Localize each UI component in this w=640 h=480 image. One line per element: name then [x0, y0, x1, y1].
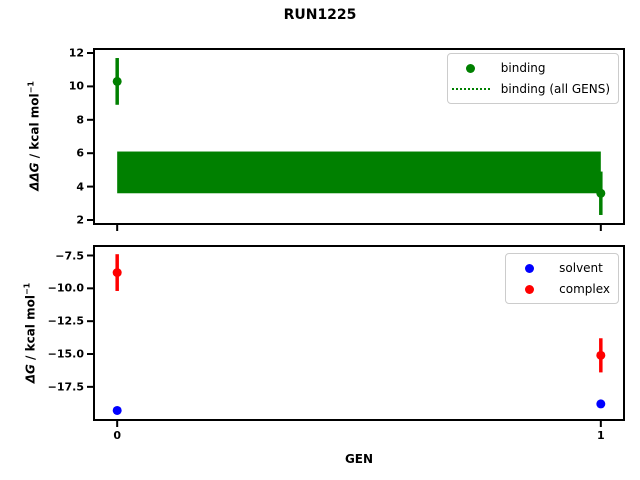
- x-axis-label: GEN: [344, 452, 374, 466]
- ylabel-units-ddg: / kcal mol: [27, 93, 42, 163]
- ylabel-math-dg: ΔG: [23, 364, 38, 384]
- legend-ddg: binding binding (all GENS): [446, 53, 619, 104]
- x-tick-label: 0: [113, 429, 121, 442]
- y-tick-label: −17.5: [47, 380, 84, 394]
- legend-label: binding: [500, 61, 546, 75]
- ylabel-sup-dg: −1: [22, 282, 32, 296]
- legend-dg: solvent complex: [505, 253, 619, 304]
- y-tick-label: −7.5: [55, 249, 84, 262]
- axes-dg: −7.5 −10.0 −12.5 −15.0 −17.5 0 1 solvent complex: [48, 245, 625, 441]
- data-point-binding: [596, 188, 606, 198]
- legend-item: complex: [509, 280, 610, 298]
- ylabel-math-ddg: ΔΔG: [27, 162, 42, 191]
- axes-frame-ddg: [93, 48, 625, 225]
- plot-area-dg: [87, 245, 625, 427]
- legend-dot-icon: [451, 63, 491, 73]
- data-point-solvent: [596, 399, 606, 409]
- y-tick-label: −10.0: [47, 281, 84, 295]
- axes-frame-dg: [93, 245, 625, 421]
- legend-dot-icon: [509, 284, 549, 294]
- legend-item: solvent: [509, 259, 610, 277]
- y-axis-label-dg: ΔG / kcal mol−1: [22, 282, 38, 384]
- y-tick-label: 8: [76, 113, 84, 127]
- data-point-solvent: [112, 405, 122, 415]
- legend-dot-icon: [509, 263, 549, 273]
- y-tick-label: 4: [76, 180, 84, 194]
- y-tick-label: 12: [68, 46, 84, 60]
- y-tick-label: −12.5: [47, 314, 84, 328]
- legend-label: binding (all GENS): [500, 82, 610, 96]
- ylabel-sup-ddg: −1: [26, 81, 36, 94]
- ylabel-units-dg: / kcal mol: [23, 295, 38, 365]
- axes-ddg: 12 10 8 6 4 2 binding binding (all GENS): [69, 48, 625, 231]
- legend-label: complex: [559, 282, 610, 296]
- x-tick-label: 1: [596, 429, 605, 442]
- y-tick-label: −15.0: [47, 347, 84, 361]
- y-axis-label-ddg: ΔΔG / kcal mol−1: [26, 81, 42, 191]
- y-tick-label: 10: [68, 79, 84, 93]
- plot-area-ddg: [87, 48, 625, 231]
- legend-label: solvent: [559, 261, 603, 275]
- data-point-binding: [112, 76, 122, 86]
- y-tick-label: 2: [76, 213, 84, 227]
- y-tick-label: 6: [76, 146, 84, 160]
- band-ddg: [117, 151, 601, 194]
- legend-dotted-line-icon: [451, 88, 491, 90]
- legend-item: binding: [451, 59, 610, 77]
- legend-item: binding (all GENS): [451, 80, 610, 98]
- data-point-complex: [596, 350, 606, 360]
- data-point-complex: [112, 268, 122, 278]
- figure-title: RUN1225: [283, 7, 357, 23]
